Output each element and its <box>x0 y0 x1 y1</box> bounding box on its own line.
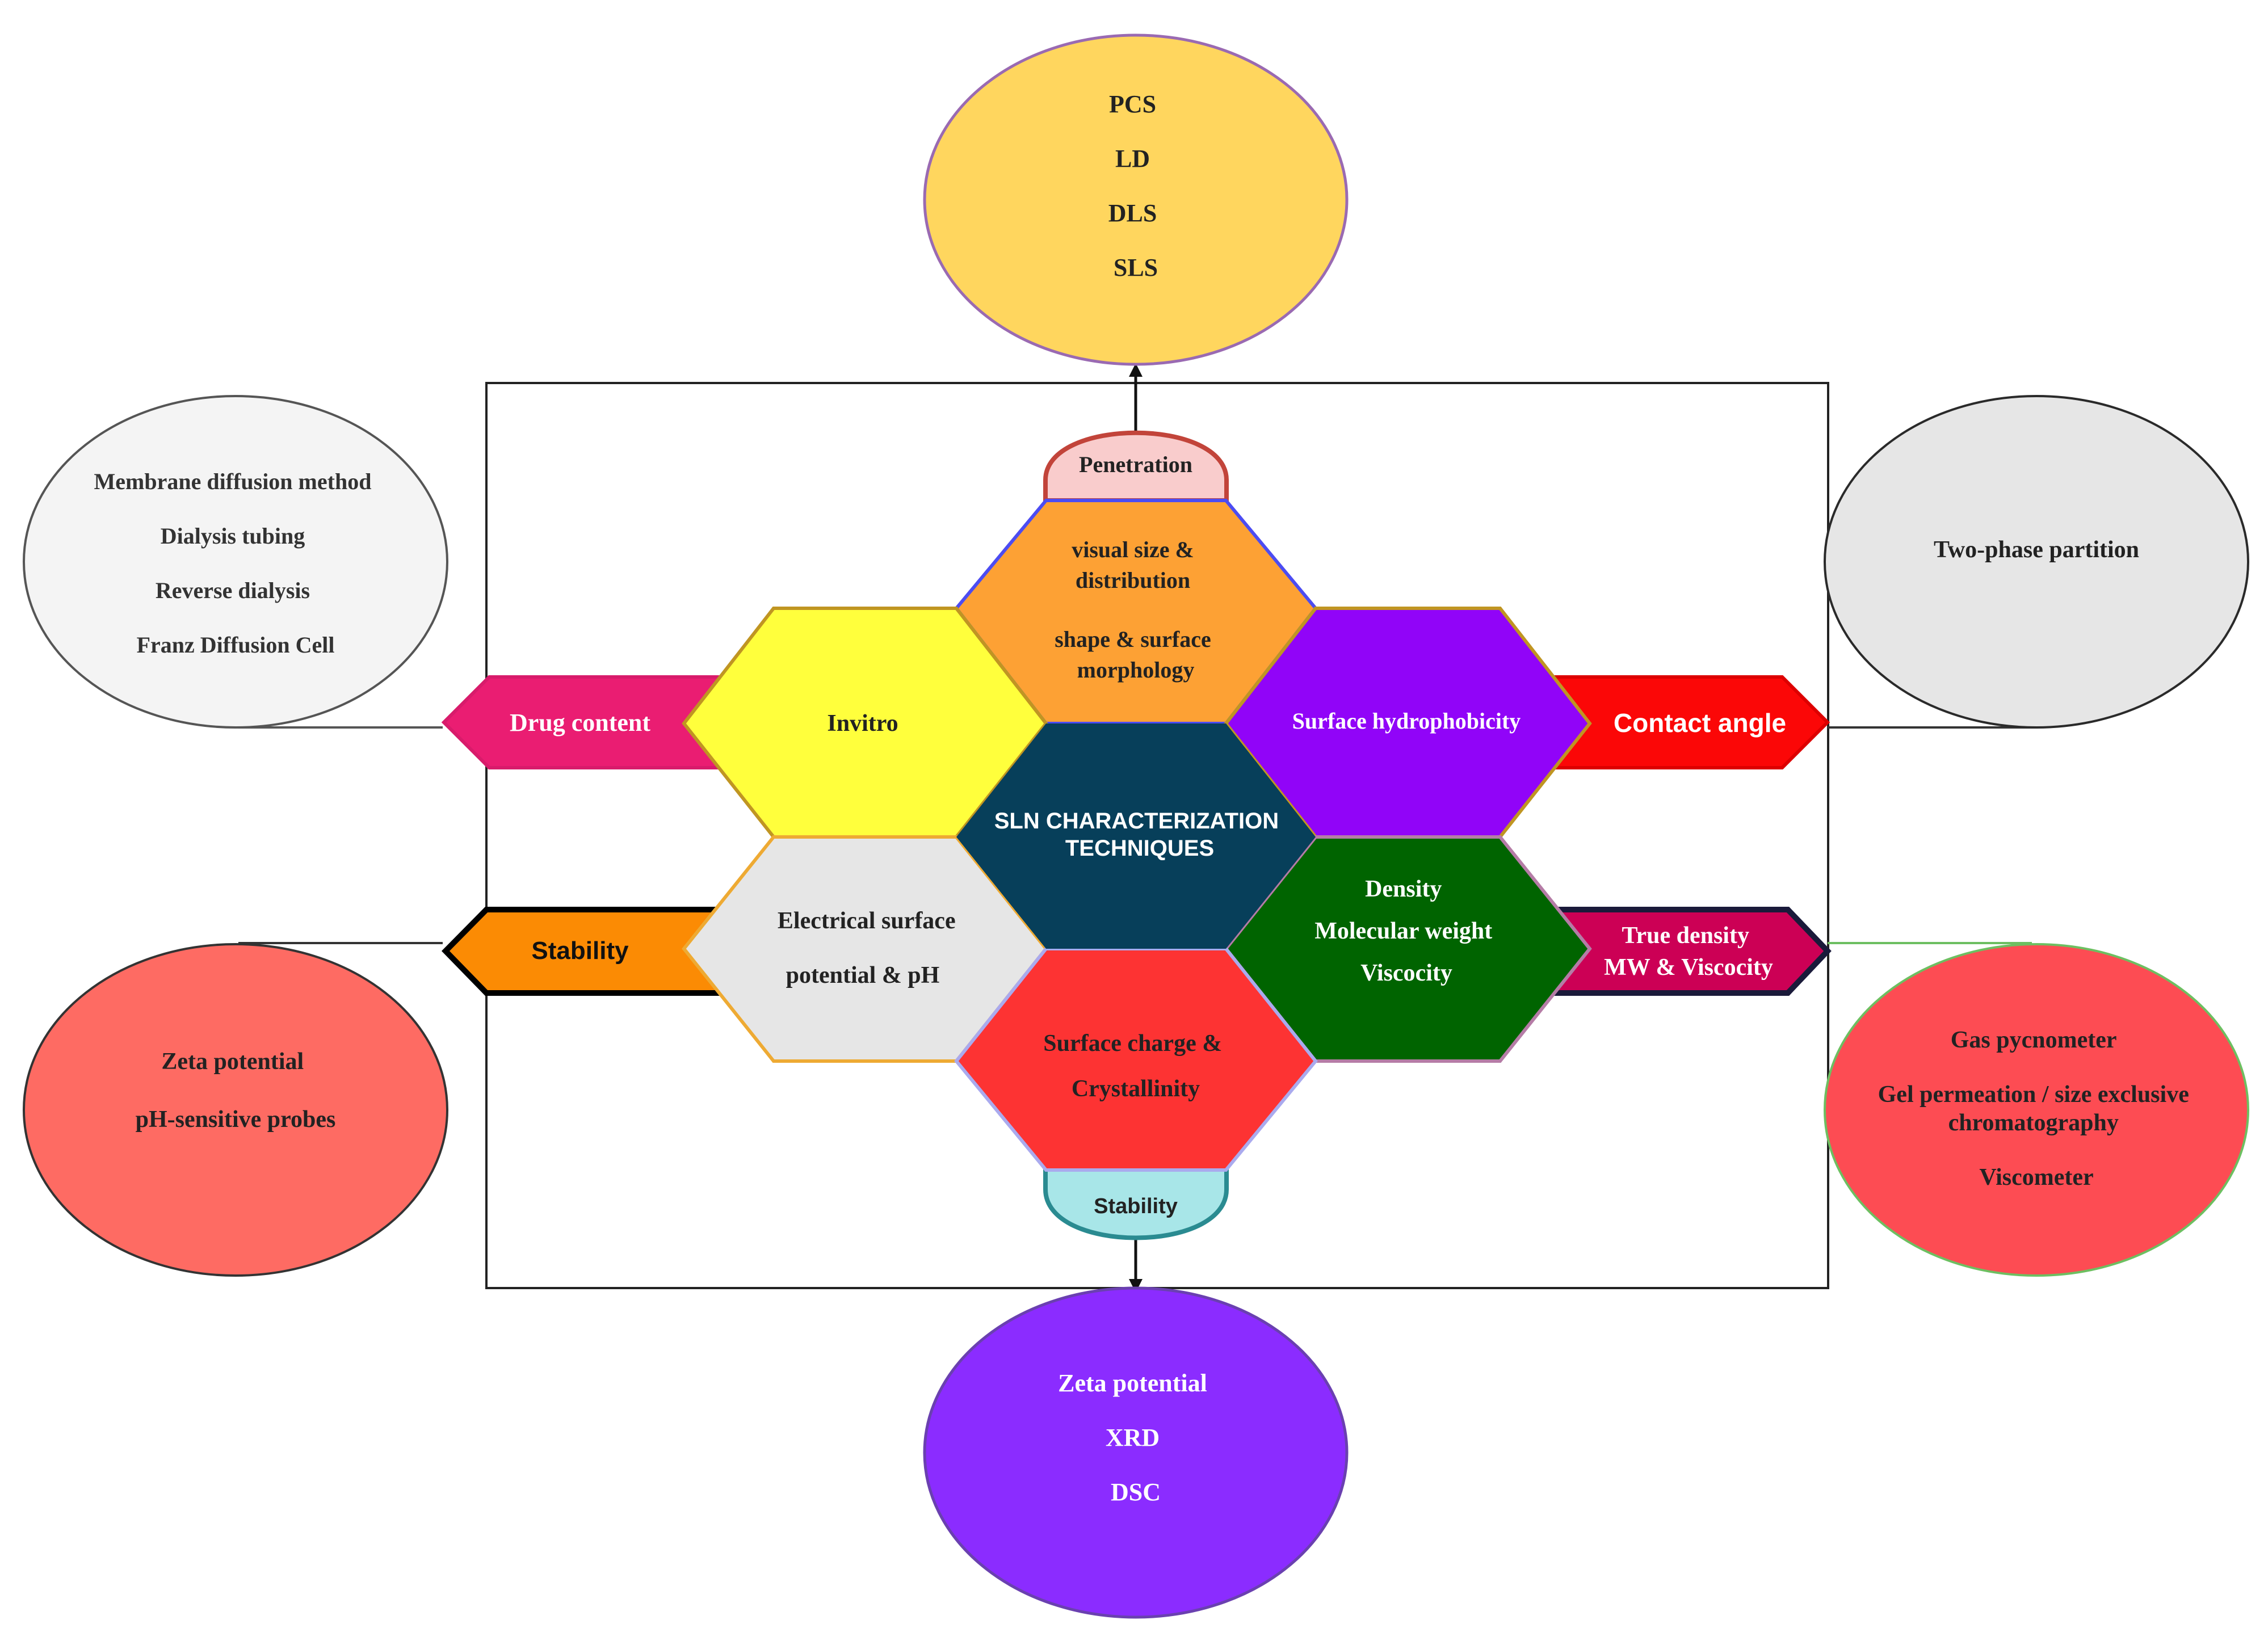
ellipse-top-line: SLS <box>1114 254 1158 281</box>
ellipse-left-bottom <box>23 943 448 1277</box>
arrow-head-up <box>1129 363 1143 377</box>
arrow-shape-stability-left <box>442 907 721 996</box>
hexagon-upper-right-text: Surface hydrophobicity <box>1292 708 1521 734</box>
ellipse-bottom-line: Zeta potential <box>1058 1369 1207 1397</box>
ellipse-right-bottom-line: Gas pycnometer <box>1951 1027 2116 1053</box>
ellipse-right-top-text: Two-phase partition <box>1934 537 2139 563</box>
ellipse-bottom <box>923 1286 1349 1619</box>
arrow-label-true-density-line: True density <box>1622 923 1749 949</box>
arrow-label-true-density: True density MW & Viscocity <box>1604 923 1773 981</box>
hexagon-top-text: visual size & distribution shape & surfa… <box>1055 537 1217 683</box>
hexagon-upper-left-line: Invitro <box>827 710 898 737</box>
center-title-line: SLN CHARACTERIZATION <box>994 809 1279 834</box>
cap-bottom-label: Stability <box>1094 1194 1178 1218</box>
ellipse-right-bottom-line: chromatography <box>1948 1110 2119 1136</box>
hexagon-lower-right-line: Density <box>1365 876 1442 902</box>
ellipse-top-text: PCS LD DLS SLS <box>1108 90 1164 281</box>
cap-shape-penetration <box>1043 430 1229 503</box>
hexagon-lower-left-line: Electrical surface <box>778 908 956 934</box>
ellipse-left-top <box>23 395 448 729</box>
ellipse-right-top <box>1824 395 2249 729</box>
cap-top-label: Penetration <box>1079 452 1192 477</box>
hexagon-top-line: visual size & <box>1072 537 1194 562</box>
hexagon-upper-right-line: Surface hydrophobicity <box>1292 708 1521 734</box>
cap-shape-stability <box>1043 1163 1229 1240</box>
ellipse-bottom-line: XRD <box>1106 1424 1160 1451</box>
arrow-shape-drug-content <box>441 675 723 769</box>
ellipse-right-top-line: Two-phase partition <box>1934 537 2139 563</box>
ellipse-left-top-line: Dialysis tubing <box>161 523 305 549</box>
hexagon-lower-left-text: Electrical surface potential & pH <box>778 908 961 988</box>
hexagon-upper-left-text: Invitro <box>827 710 898 737</box>
arrow-label-true-density-line: MW & Viscocity <box>1604 954 1773 981</box>
hexagon-bottom-line: Surface charge & <box>1043 1030 1222 1057</box>
ellipse-left-top-line: Reverse dialysis <box>156 578 310 603</box>
center-title: SLN CHARACTERIZATION TECHNIQUES <box>994 809 1286 861</box>
arrow-label-drug-content: Drug content <box>510 709 650 737</box>
ellipse-right-bottom-line: Viscometer <box>1979 1164 2093 1190</box>
arrow-label-contact-angle: Contact angle <box>1614 708 1786 738</box>
ellipse-right-bottom-text: Gas pycnometer Gel permeation / size exc… <box>1878 1027 2195 1190</box>
hexagon-bottom-line: Crystallinity <box>1072 1076 1200 1102</box>
hexagon-lower-right-line: Molecular weight <box>1314 918 1492 944</box>
ellipse-left-bottom-text: Zeta potential pH-sensitive probes <box>136 1049 336 1133</box>
ellipse-bottom-line: DSC <box>1111 1478 1161 1506</box>
hexagon-lower-right-text: Density Molecular weight Viscocity <box>1314 876 1498 986</box>
hexagon-bottom-text: Surface charge & Crystallinity <box>1043 1030 1228 1102</box>
hexagon-center <box>956 723 1316 949</box>
ellipse-top-line: PCS <box>1109 90 1156 118</box>
ellipse-right-bottom <box>1824 943 2249 1277</box>
hexagon-lower-left-line: potential & pH <box>786 962 940 988</box>
ellipse-top-line: DLS <box>1108 199 1157 227</box>
ellipse-left-bottom-line: pH-sensitive probes <box>136 1106 336 1133</box>
center-title-line: TECHNIQUES <box>1065 836 1214 861</box>
ellipse-right-bottom-line: Gel permeation / size exclusive <box>1878 1082 2189 1108</box>
hexagon-top-line: distribution <box>1076 567 1190 593</box>
ellipse-left-top-text: Membrane diffusion method Dialysis tubin… <box>94 469 377 658</box>
ellipse-top <box>923 33 1349 366</box>
ellipse-top-line: LD <box>1115 145 1150 172</box>
ellipse-left-top-line: Membrane diffusion method <box>94 469 372 494</box>
arrow-label-stability-left: Stability <box>531 937 629 965</box>
ellipse-left-top-line: Franz Diffusion Cell <box>137 632 335 658</box>
hexagon-lower-right-line: Viscocity <box>1360 960 1452 986</box>
ellipse-bottom-text: Zeta potential XRD DSC <box>1058 1369 1213 1506</box>
ellipse-left-bottom-line: Zeta potential <box>161 1049 304 1075</box>
hexagon-top-line: shape & surface <box>1055 626 1211 652</box>
arrow-head-down <box>1129 1279 1143 1293</box>
hexagon-top-line: morphology <box>1077 657 1195 683</box>
